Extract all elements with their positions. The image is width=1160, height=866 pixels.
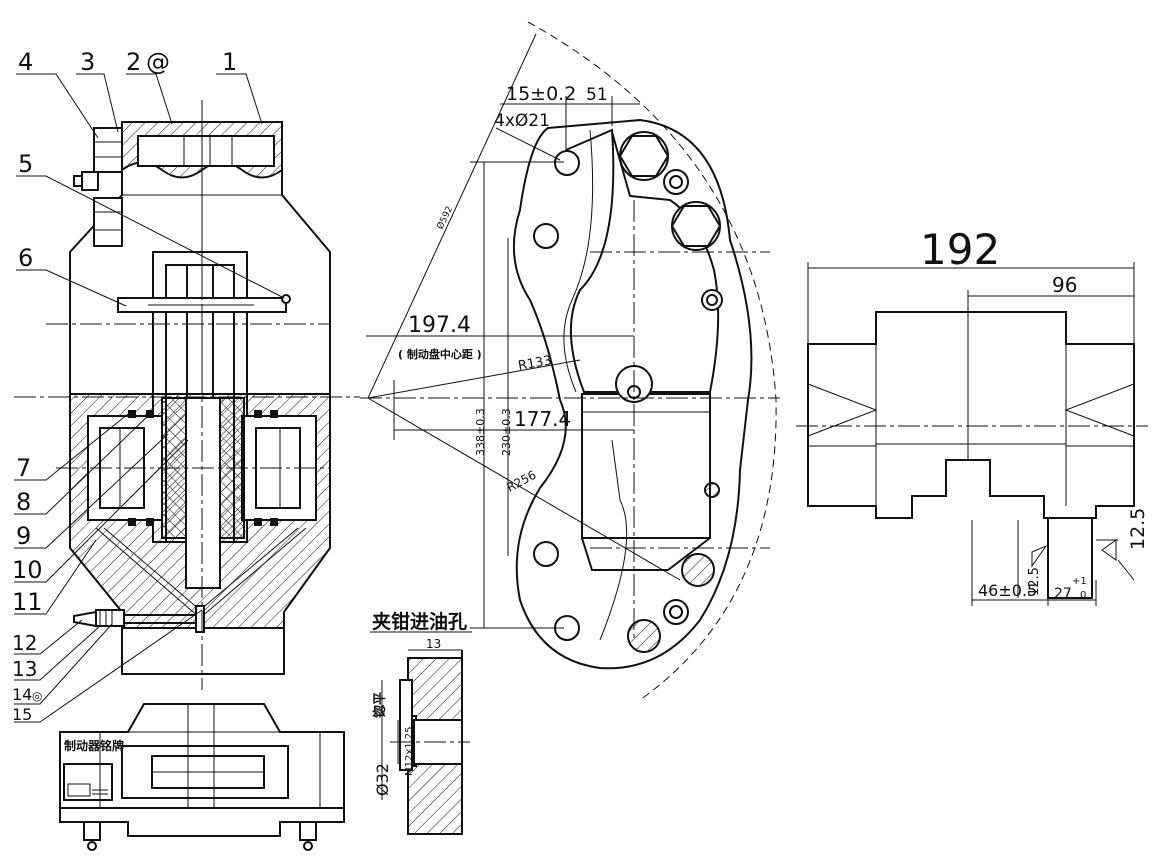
part-11: 11 <box>12 588 43 616</box>
dim-592: Ø592 <box>435 205 456 232</box>
dim-46: 46±0.5 <box>978 581 1037 600</box>
part-10: 10 <box>12 556 43 584</box>
dim-32: Ø32 <box>373 763 392 796</box>
thread-label: M12x1.25 <box>404 726 415 776</box>
dim-r133: R133 <box>517 353 553 374</box>
label-flat: 锪平 <box>372 692 388 718</box>
dim-15: 15±0.2 <box>506 83 576 105</box>
dim-27-tol-lower: 0 <box>1080 590 1086 601</box>
part-12: 12 <box>12 631 37 655</box>
part-6: 6 <box>18 244 33 272</box>
part-14-mark: ◎ <box>32 689 42 703</box>
dim-338: 338±0.3 <box>474 408 487 456</box>
part-5: 5 <box>18 150 33 178</box>
oil-port-title: 夹钳进油孔 <box>372 610 467 633</box>
dim-192: 192 <box>920 225 1000 274</box>
front-view: 15±0.2 51 4xØ21 Ø592 197.4 ( 制动盘中心距 ) R1… <box>360 21 780 701</box>
part-3: 3 <box>80 48 95 76</box>
part-8: 8 <box>16 488 31 516</box>
part-14: 14 <box>12 685 32 704</box>
part-2-mark: @ <box>146 48 170 76</box>
side-view: 192 96 12.5 12.5 46±0.5 27 +1 0 <box>796 225 1149 606</box>
dim-12-5-a: 12.5 <box>1027 567 1042 596</box>
dim-27-tol-upper: +1 <box>1072 576 1087 587</box>
dim-51: 51 <box>586 85 608 105</box>
part-2: 2 <box>126 48 141 76</box>
dim-177: 177.4 <box>514 407 571 431</box>
section-view: 4 3 2 @ 1 5 6 7 8 9 10 11 12 13 14 ◎ 15 <box>12 48 360 724</box>
nameplate-label: 制动器铭牌 <box>64 738 124 753</box>
dim-holes: 4xØ21 <box>494 111 550 131</box>
dim-230: 230±0.3 <box>500 408 513 456</box>
dim-96: 96 <box>1052 273 1077 297</box>
dim-197: 197.4 <box>408 313 471 338</box>
dim-12-5-b: 12.5 <box>1127 508 1149 550</box>
part-1: 1 <box>222 48 237 76</box>
dim-27: 27 <box>1054 586 1072 602</box>
part-15: 15 <box>12 705 32 724</box>
bottom-view: 制动器铭牌 <box>59 703 345 851</box>
oil-port-detail: 夹钳进油孔 13 锪平 Ø32 M12x1.25 <box>370 610 472 835</box>
part-9: 9 <box>16 522 31 550</box>
dim-13: 13 <box>426 637 441 651</box>
part-7: 7 <box>16 454 31 482</box>
label-center: ( 制动盘中心距 ) <box>398 347 482 361</box>
dim-r256: R256 <box>504 468 538 495</box>
part-13: 13 <box>12 657 37 681</box>
part-4: 4 <box>18 48 33 76</box>
